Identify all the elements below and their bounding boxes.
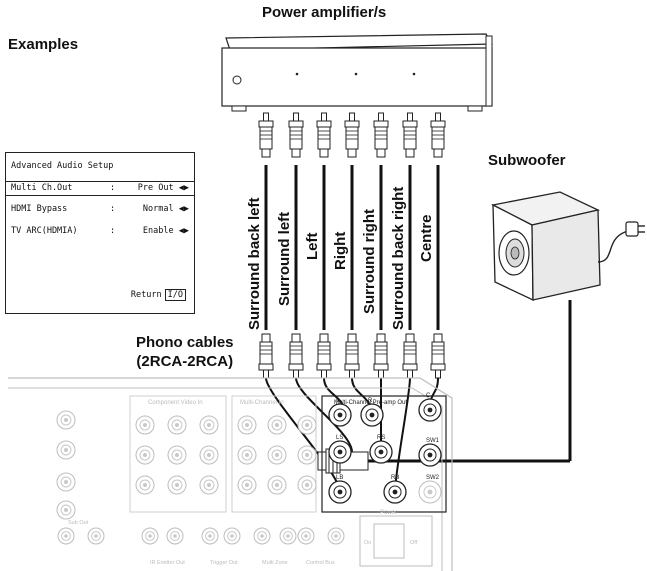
menu-row-name: TV ARC(HDMIA) [11, 226, 78, 236]
return-key: I/O [164, 289, 186, 301]
bottom-label-on: On [364, 540, 371, 546]
cable-label-3: Right [332, 231, 349, 270]
advanced-audio-setup-menu: Advanced Audio Setup Multi Ch.Out : Pre … [5, 152, 195, 314]
menu-row-sep: : [110, 183, 116, 193]
examples-heading: Examples [8, 36, 79, 53]
rca-plug-bottom [316, 333, 332, 379]
multi-channel-in-label: Multi-Channel In [240, 400, 284, 406]
pre-amp-out-label: Multi-Channel Pre-amp Out [334, 400, 407, 406]
rca-plug-top [430, 112, 446, 158]
phono-cables-label: Phono cables (2RCA-2RCA) [136, 333, 234, 371]
phono-cable-group [258, 112, 446, 493]
left-right-arrows-icon: ◀▶ [178, 226, 189, 236]
preout-jack-label: SW2 [426, 475, 440, 481]
component-video-label: Component Video In [148, 400, 203, 406]
menu-row-value: Enable ◀▶ [142, 226, 189, 236]
bottom-label-bus: Control Bus [306, 560, 335, 566]
rca-plug-top [258, 112, 274, 158]
menu-title: Advanced Audio Setup [11, 161, 114, 171]
power-amplifier [221, 33, 494, 112]
preout-jack-label: R [368, 398, 373, 404]
left-right-arrows-icon: ◀▶ [178, 183, 189, 193]
cable-lead [295, 377, 353, 453]
bottom-label-off: Off [410, 540, 418, 546]
bottom-label-sub-out: Sub Out [68, 520, 89, 526]
preout-jack-label: LS [336, 435, 343, 441]
cable-label-6: Centre [418, 214, 435, 262]
rca-plug-bottom [344, 333, 360, 379]
preout-jack-label: C [426, 393, 431, 399]
rca-plug-top [316, 112, 332, 158]
subwoofer-plug-icon [625, 221, 639, 237]
cable-label-4: Surround right [361, 209, 378, 314]
cable-label-2: Left [304, 232, 321, 261]
rca-plug-bottom [402, 333, 418, 379]
amp-power-button [232, 75, 242, 85]
preout-jack-label: RB [391, 475, 399, 481]
menu-row-value: Pre Out ◀▶ [137, 183, 189, 193]
amplifier-label: Power amplifier/s [262, 4, 387, 21]
rca-plug-bottom [430, 333, 446, 379]
preout-jack-label: LB [336, 475, 343, 481]
menu-row-value: Normal ◀▶ [142, 204, 189, 214]
bottom-label-zone: Multi Zone [262, 560, 288, 566]
bottom-label-ir: IR Emitter Out [150, 560, 185, 566]
bottom-label-trigger: Trigger Out [210, 560, 238, 566]
subwoofer-unit [368, 191, 645, 463]
preout-jack-label: SW1 [426, 438, 440, 444]
preout-jack-label: RS [377, 435, 385, 441]
menu-row-multi-ch-out[interactable]: Multi Ch.Out : Pre Out ◀▶ [6, 181, 194, 196]
power-label: Power [380, 510, 397, 516]
menu-row-sep: : [110, 204, 116, 214]
preout-jack-label: L [336, 398, 340, 404]
menu-row-hdmi-bypass[interactable]: HDMI Bypass : Normal ◀▶ [6, 203, 194, 216]
subwoofer-label: Subwoofer [488, 152, 566, 169]
left-right-arrows-icon: ◀▶ [178, 204, 189, 214]
phono-cables-line1: Phono cables [136, 334, 234, 351]
cable-label-1: Surround left [276, 211, 293, 306]
menu-row-name: Multi Ch.Out [11, 183, 73, 193]
rca-plug-top [402, 112, 418, 158]
rca-plug-top [373, 112, 389, 158]
receiver-rear-panel: Component Video In Multi-Channel In Mult… [8, 377, 453, 571]
rca-plug-top [344, 112, 360, 158]
cable-label-5: Surround back right [390, 186, 407, 330]
rca-plug-top [288, 112, 304, 158]
cable-lead [265, 377, 341, 493]
menu-row-sep: : [110, 226, 116, 236]
menu-row-name: HDMI Bypass [11, 204, 68, 214]
rca-plug-bottom [288, 333, 304, 379]
rca-plug-bottom [373, 333, 389, 379]
menu-row-tv-arc[interactable]: TV ARC(HDMIA) : Enable ◀▶ [6, 225, 194, 238]
return-label: Return [130, 290, 162, 300]
phono-cables-line2: (2RCA-2RCA) [136, 353, 234, 370]
rca-plug-bottom [258, 333, 274, 379]
cable-label-0: Surround back left [246, 197, 263, 330]
